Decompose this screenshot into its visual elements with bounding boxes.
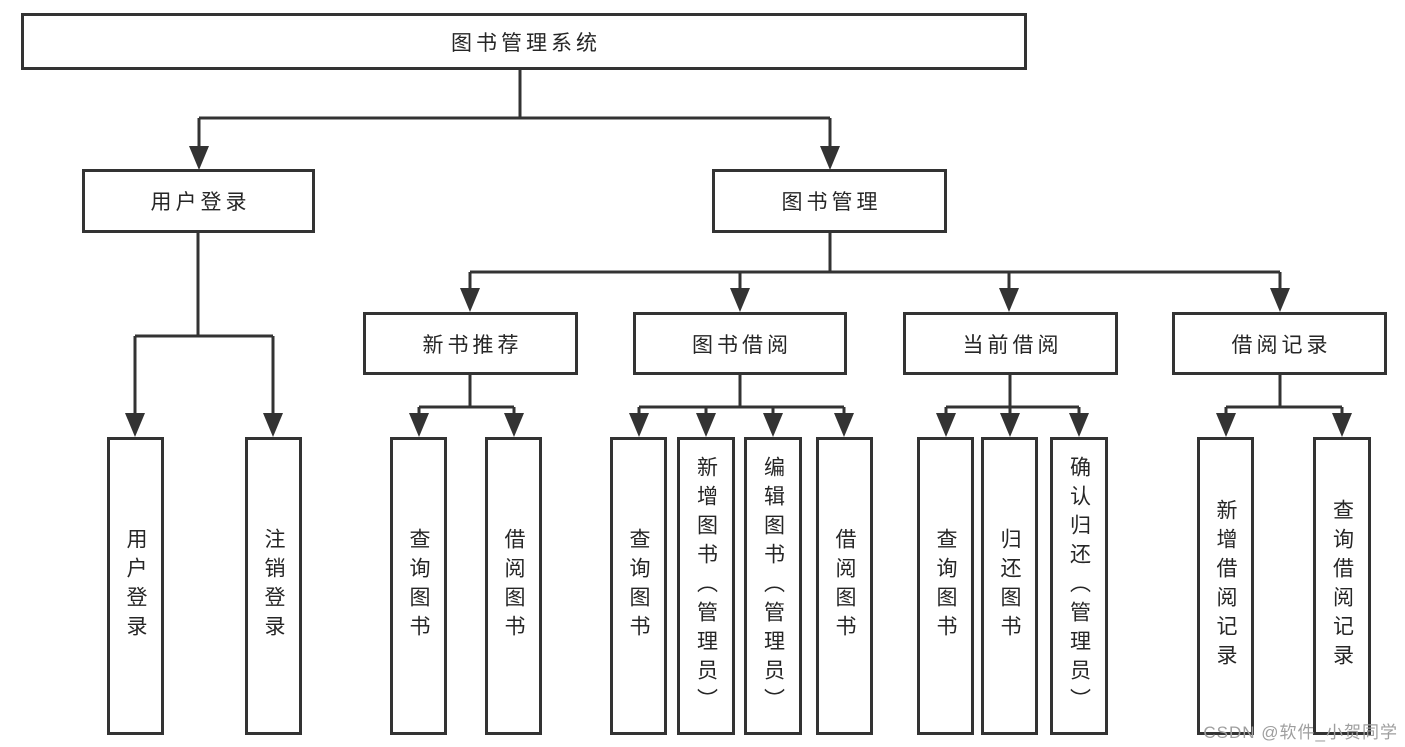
node-label: 借阅图书 (502, 528, 525, 644)
node-label: 借阅记录 (1231, 333, 1332, 357)
node-label: 借阅图书 (833, 528, 856, 644)
node-label: 查询图书 (934, 528, 957, 644)
node-label: 新增图书（管理员） (694, 455, 718, 717)
node-label: 新书推荐 (422, 333, 523, 357)
node-label: 查询借阅记录 (1330, 499, 1354, 673)
node-label: 编辑图书（管理员） (761, 455, 785, 717)
leaf-borrow-edit-books-admin: 编辑图书（管理员） (744, 437, 802, 735)
node-user-login: 用户登录 (82, 169, 315, 233)
node-label: 查询图书 (407, 528, 430, 644)
leaf-records-add-record: 新增借阅记录 (1197, 437, 1254, 735)
leaf-records-query-record: 查询借阅记录 (1313, 437, 1371, 735)
node-book-borrowing: 图书借阅 (633, 312, 847, 375)
node-label: 归还图书 (998, 528, 1021, 644)
leaf-newbook-borrow-books: 借阅图书 (485, 437, 542, 735)
leaf-logout: 注销登录 (245, 437, 302, 735)
leaf-user-login: 用户登录 (107, 437, 164, 735)
leaf-borrow-borrow-books: 借阅图书 (816, 437, 873, 735)
node-label: 图书管理系统 (451, 31, 601, 55)
leaf-borrow-add-books-admin: 新增图书（管理员） (677, 437, 735, 735)
leaf-newbook-query-books: 查询图书 (390, 437, 447, 735)
node-label: 确认归还（管理员） (1067, 455, 1091, 717)
node-label: 图书管理 (781, 191, 882, 214)
node-new-book-recommendation: 新书推荐 (363, 312, 578, 375)
node-book-management: 图书管理 (712, 169, 947, 233)
leaf-current-return-books: 归还图书 (981, 437, 1038, 735)
node-label: 图书借阅 (692, 333, 792, 357)
node-label: 查询图书 (627, 528, 650, 644)
node-label: 新增借阅记录 (1214, 499, 1237, 673)
node-label: 当前借阅 (962, 333, 1063, 357)
node-label: 注销登录 (262, 528, 285, 644)
node-label: 用户登录 (150, 191, 251, 214)
leaf-borrow-query-books: 查询图书 (610, 437, 667, 735)
leaf-current-query-books: 查询图书 (917, 437, 974, 735)
csdn-watermark: CSDN @软件_小贺同学 (1203, 723, 1398, 742)
node-label: 用户登录 (124, 528, 147, 644)
node-current-borrowing: 当前借阅 (903, 312, 1118, 375)
node-root-library-system: 图书管理系统 (21, 13, 1027, 70)
leaf-current-confirm-return-admin: 确认归还（管理员） (1050, 437, 1108, 735)
node-borrowing-records: 借阅记录 (1172, 312, 1387, 375)
